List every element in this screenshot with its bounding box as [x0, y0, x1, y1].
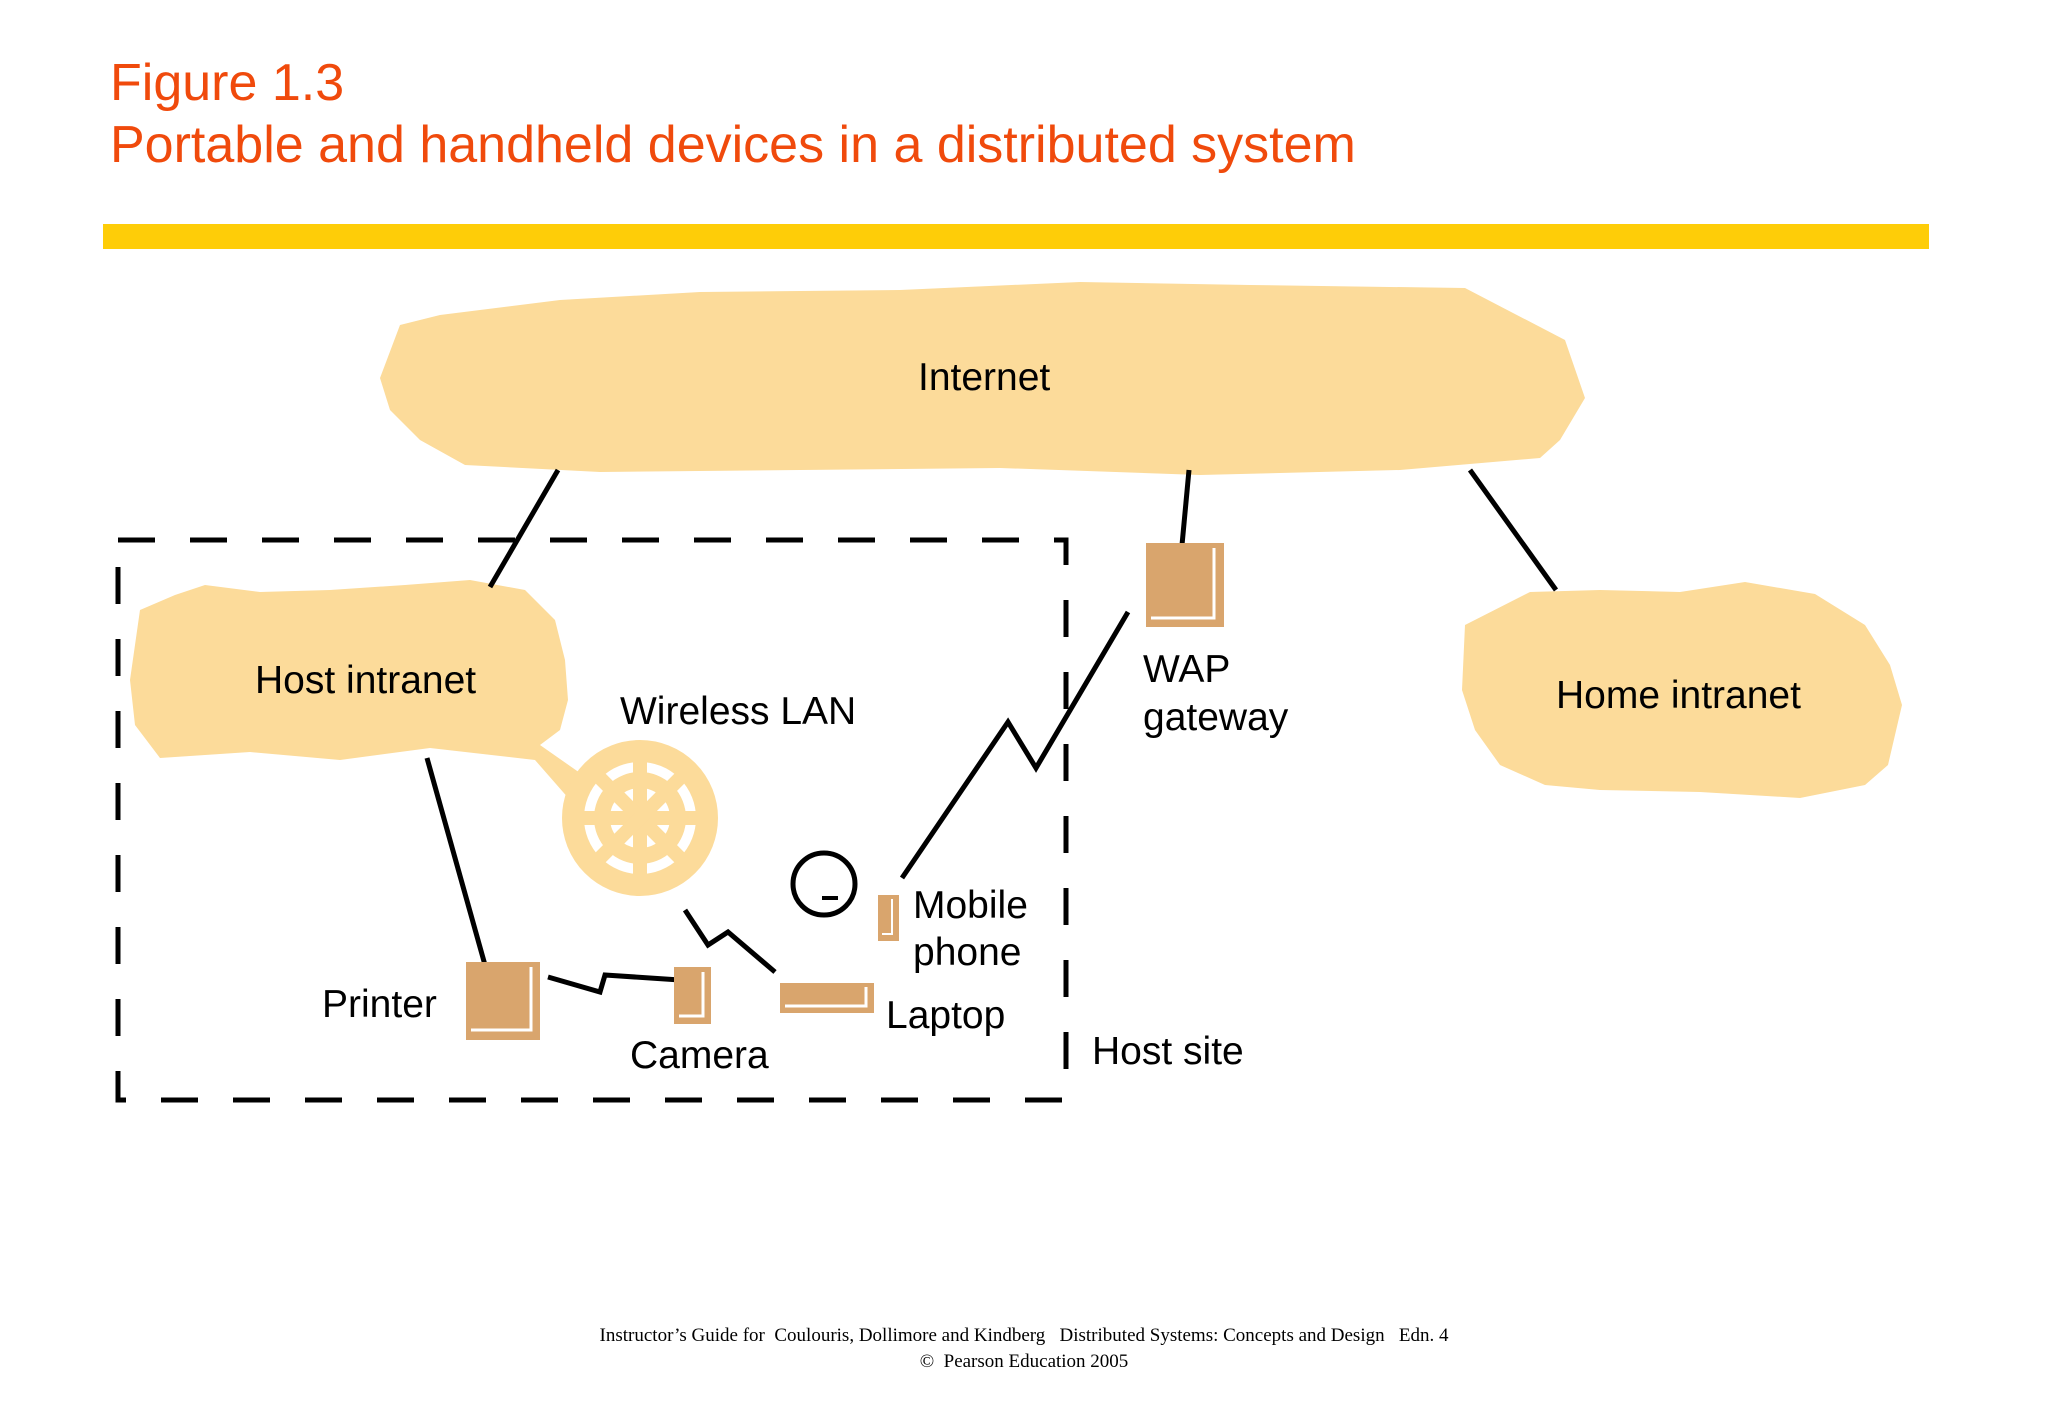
internet-label: Internet: [918, 356, 1050, 399]
host-intranet-label: Host intranet: [255, 659, 476, 702]
laptop-device: [780, 983, 874, 1013]
internet-cloud: [380, 282, 1585, 475]
mobile-phone-label-line1: Mobile: [913, 884, 1028, 927]
wap-gateway-label-line1: WAP: [1143, 648, 1230, 691]
figure-number: Figure 1.3: [110, 54, 345, 112]
footer-copyright: © Pearson Education 2005: [919, 1351, 1129, 1372]
slide-title: Figure 1.3 Portable and handheld devices…: [110, 52, 1356, 176]
host-intranet-cloud: [130, 580, 590, 800]
figure-caption: Portable and handheld devices in a distr…: [110, 116, 1356, 174]
connection-lines: [424, 468, 1559, 996]
wap-gateway-label-line2: gateway: [1143, 696, 1289, 739]
host-site-boundary: [115, 537, 1069, 1103]
wireless-lan-icon: [562, 740, 718, 896]
user-icon: [790, 850, 858, 918]
camera-label: Camera: [630, 1034, 769, 1077]
footer-citation: Instructor’s Guide for Coulouris, Dollim…: [599, 1325, 1449, 1346]
home-intranet-label: Home intranet: [1556, 674, 1801, 717]
laptop-label: Laptop: [886, 994, 1005, 1037]
mobile-phone-device: [878, 895, 899, 941]
home-intranet-cloud: [1462, 582, 1902, 798]
mobile-phone-label-line2: phone: [913, 931, 1021, 974]
title-rule: [103, 224, 1929, 249]
wireless-lan-label: Wireless LAN: [620, 690, 856, 733]
host-site-label: Host site: [1092, 1030, 1244, 1073]
printer-label: Printer: [322, 983, 437, 1026]
printer-device: [466, 962, 540, 1040]
camera-device: [674, 967, 711, 1024]
wap-gateway-device: [1146, 543, 1224, 627]
